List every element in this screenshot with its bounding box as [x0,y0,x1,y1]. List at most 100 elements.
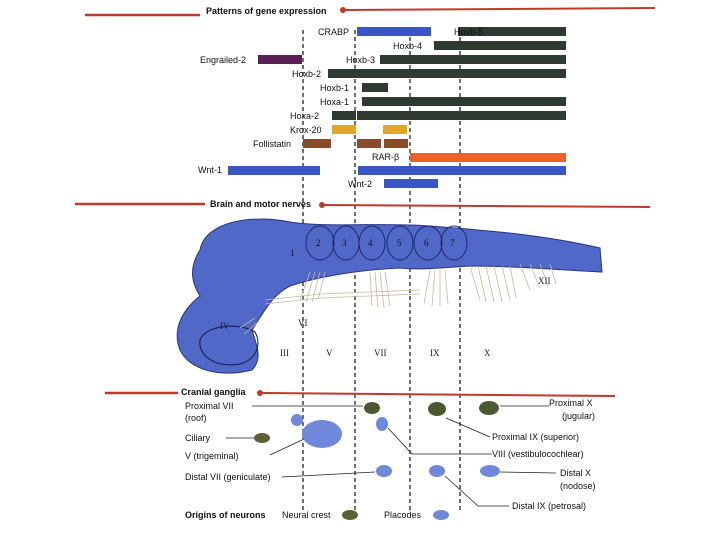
ganglion-proximal-x [479,401,499,415]
ganglia-header: Cranial ganglia [105,387,616,397]
ganglion-proximal-ix [428,402,446,416]
ganglion-distal-ix [429,465,445,477]
gene-label: Hoxb-3 [346,55,375,65]
bar-engrailed2 [258,55,302,64]
ganglion-trigeminal-part [291,414,303,426]
nerve-label: IX [430,348,440,358]
gene-label: RAR-β [372,152,399,162]
bar-hoxb3 [380,55,566,64]
gene-label: Hoxb-1 [320,83,349,93]
header-rule-right [262,392,616,397]
legend-placodes-label: Placodes [384,510,422,520]
midbrain-outline [199,325,259,366]
ganglion-label: (jugular) [562,411,595,421]
rhombomere-outline [386,225,414,261]
ganglia-blobs [254,401,500,477]
rhombomere-label: 3 [342,238,347,248]
header-dot [340,7,346,13]
ganglion-ciliary [254,433,270,443]
rhombomere-label: 6 [424,238,429,248]
nerve-label: III [280,348,289,358]
header-dot [319,202,325,208]
rhombomere-divisions [305,225,468,261]
ganglion-label: VIII (vestibulocochlear) [492,449,584,459]
ganglia-labels: Proximal VII (roof) Ciliary V (trigemina… [185,398,596,511]
nerve-x-fibers [469,265,517,303]
gene-expression-title: Patterns of gene expression [206,6,327,16]
rhombomere-label: 2 [316,238,321,248]
gene-labels: CRABP Hoxb-5 Hoxb-4 Engrailed-2 Hoxb-3 H… [198,27,483,189]
gene-label: CRABP [318,27,349,37]
ganglion-label: (nodose) [560,481,596,491]
nerve-label: X [484,348,491,358]
nerve-label: XII [538,276,551,286]
rhombomere-outline [413,225,443,261]
rhombomere-label: 1 [290,248,295,258]
rhombomere-outline [358,225,386,261]
gene-label: Follistatin [253,139,291,149]
nerve-v-fibers [299,271,326,303]
gene-label: Wnt-1 [198,165,222,175]
nerve-label: V [326,348,333,358]
bar-wnt2 [384,179,438,188]
ganglion-label: Distal IX (petrosal) [512,501,586,511]
gene-expression-header: Patterns of gene expression [85,6,656,17]
embryo-brain [176,218,603,374]
nerve-xii-fibers [519,263,557,291]
gene-bars [228,27,566,188]
gene-label: Wnt-2 [348,179,372,189]
ganglion-label: Distal VII (geniculate) [185,472,271,482]
rhombomere-labels: 1 2 3 4 5 6 7 [290,238,455,258]
rhombomere-label: 4 [368,238,373,248]
bar-krox20-b [383,125,407,134]
leader-line [387,427,492,455]
legend-neural-crest-label: Neural crest [282,510,331,520]
placodes-swatch [433,510,449,520]
ganglion-label: V (trigeminal) [185,451,239,461]
bar-hoxb4 [434,41,566,50]
rhombomere-outline [305,225,335,261]
header-rule-right [345,7,656,11]
nerve-labels: III IV V VI VII IX X XII [220,276,551,358]
ganglion-vestibulocochlear [376,417,388,431]
nerve-iv-fibers [239,317,259,335]
brain-title: Brain and motor nerves [210,199,311,209]
gene-label: Hoxa-2 [290,111,319,121]
header-rule-right [324,204,651,208]
leader-line [281,471,376,478]
ganglion-label: Distal X [560,468,591,478]
gene-label: Krox-20 [290,125,322,135]
nerve-label: VII [374,348,387,358]
ganglion-label: Proximal VII [185,401,234,411]
nerve-label: VI [298,318,308,328]
bar-wnt1-b [358,166,566,175]
ganglion-proximal-vii [364,402,380,414]
neural-crest-swatch [342,510,358,520]
ganglion-label: (roof) [185,413,207,423]
leader-line [269,439,303,456]
nerve-label: IV [220,321,230,331]
bar-hoxb2 [328,69,566,78]
bar-wnt1-a [228,166,320,175]
bar-follistatin-a [303,139,331,148]
gene-label: Engrailed-2 [200,55,246,65]
rhombomere-label: 7 [450,238,455,248]
nerve-fibers [239,263,557,335]
brain-body [176,218,603,374]
bar-krox20-a [332,125,356,134]
ganglion-label: Ciliary [185,433,211,443]
origins-legend: Origins of neurons Neural crest Placodes [185,510,449,520]
leader-line [499,471,557,474]
leader-line [445,417,491,438]
bar-follistatin-b [357,139,381,148]
origins-title: Origins of neurons [185,510,266,520]
bar-hoxb1 [362,83,388,92]
ganglion-label: Proximal IX (superior) [492,432,579,442]
leader-lines [226,405,557,507]
header-dot [257,390,263,396]
ganglion-trigeminal [302,420,342,448]
rhombomere-outline [440,225,468,261]
nerve-vi-fibers [264,289,421,305]
ganglia-title: Cranial ganglia [181,387,247,397]
